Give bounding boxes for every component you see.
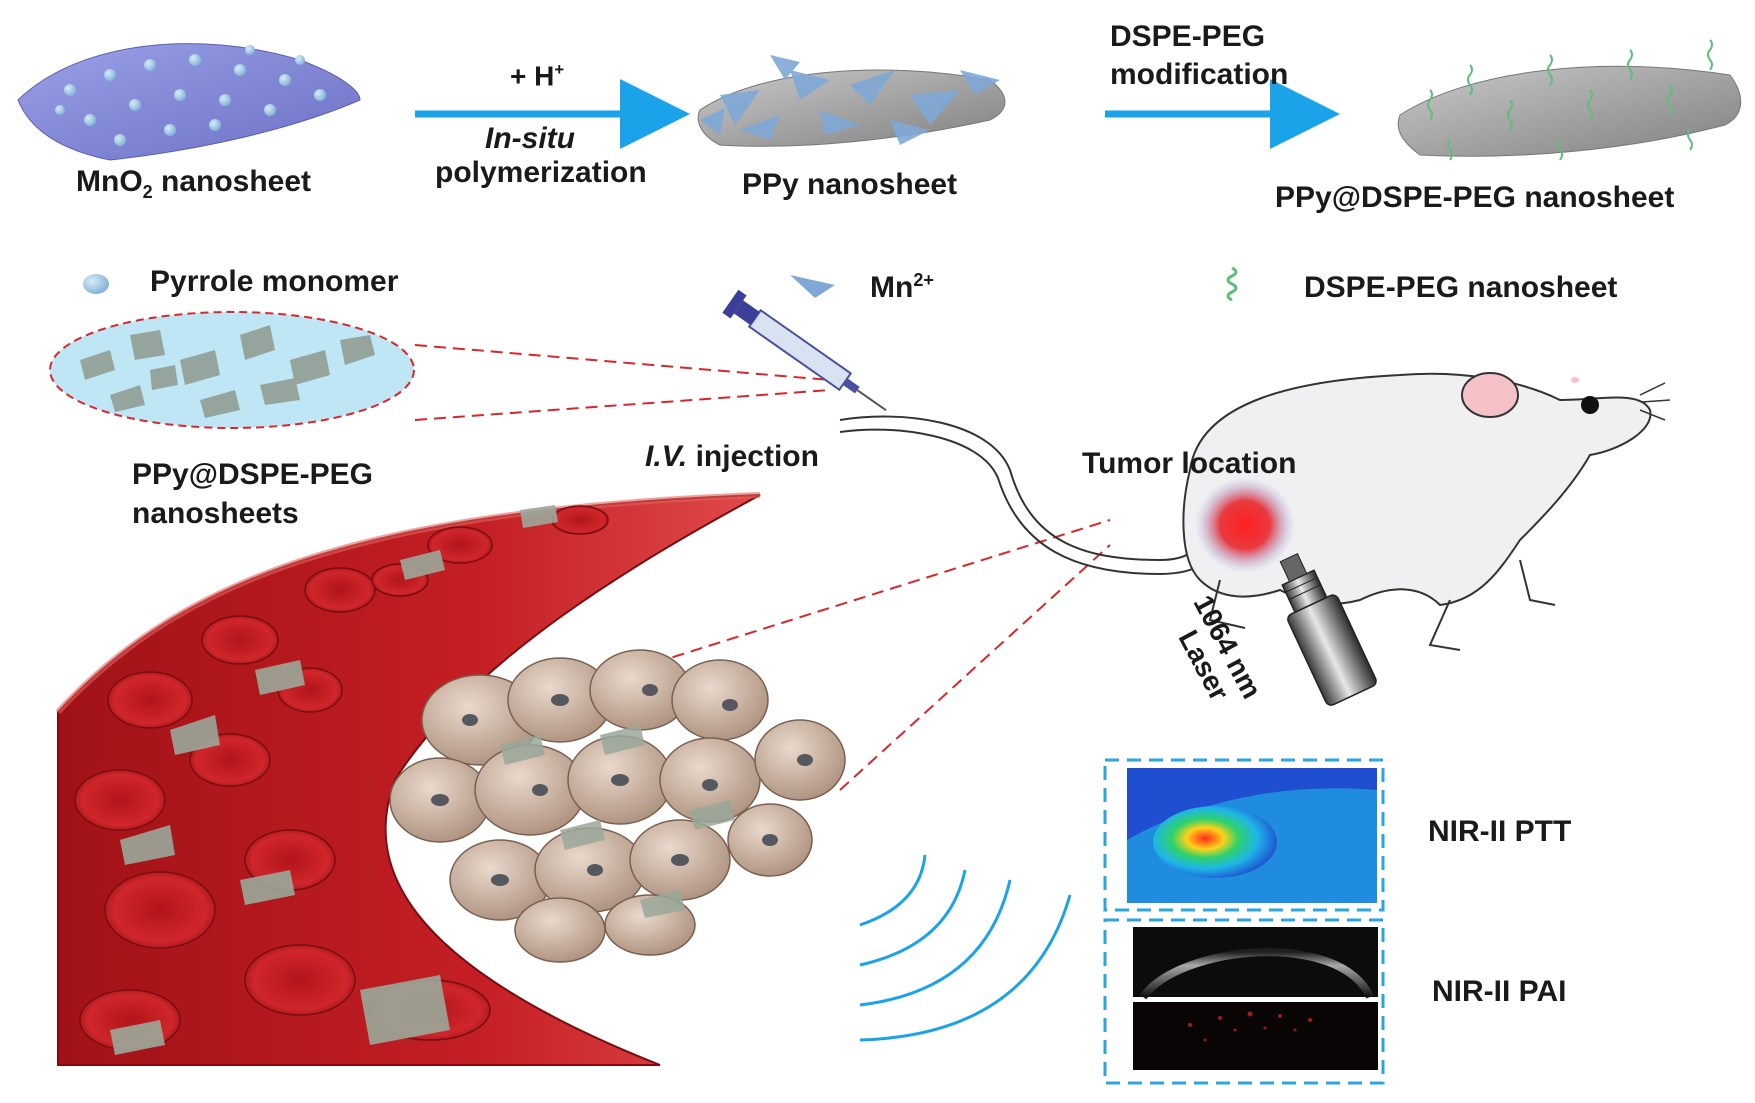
nanosheets-label-line2: nanosheets: [132, 497, 299, 530]
ppy-nanosheet-label: PPy nanosheet: [742, 168, 958, 201]
step2-label-line1: DSPE-PEG: [1110, 20, 1266, 53]
nir-ii-ptt-image: [1103, 758, 1385, 912]
tumor-spot: [1195, 477, 1295, 573]
step1-method-italic: In-situ: [485, 122, 575, 155]
mn2-ion-icon: [790, 275, 835, 298]
syringe-icon: [722, 289, 887, 412]
nir-ii-pai-label: NIR-II PAI: [1432, 975, 1567, 1008]
nanosheets-label-line1: PPy@DSPE-PEG: [132, 458, 373, 491]
step2-label-line2: modification: [1110, 58, 1289, 91]
legend-mn-label: Mn2+: [870, 270, 934, 304]
ppy-dspe-peg-nanosheet-graphic: [1397, 39, 1742, 161]
laser-probe-icon: [1279, 552, 1377, 706]
mouse-graphic: [839, 372, 1671, 651]
blood-vessel-graphic: [55, 492, 761, 1066]
nanosheets-zoom-ellipse: [49, 311, 415, 429]
tumor-cell-cluster: [389, 649, 846, 963]
legend-dspe-peg-label: DSPE-PEG nanosheet: [1304, 271, 1618, 304]
legend-pyrrole-label: Pyrrole monomer: [150, 265, 399, 298]
step1-method-label: polymerization: [435, 156, 647, 189]
step1-reagent-label: + H+: [510, 60, 565, 92]
mno2-nanosheet-graphic: [17, 43, 361, 161]
ppy-dspe-peg-nanosheet-label: PPy@DSPE-PEG nanosheet: [1275, 181, 1675, 214]
ultrasound-wave-icon: [859, 854, 1072, 1042]
zoom-connector-lines: [414, 344, 1111, 791]
nir-ii-pai-image: [1103, 918, 1385, 1085]
mno2-nanosheet-label: MnO2 nanosheet: [76, 165, 312, 202]
tumor-location-label: Tumor location: [1082, 447, 1297, 480]
pyrrole-monomer-icon: [83, 274, 109, 294]
dspe-peg-icon: [1226, 266, 1238, 302]
nir-ii-ptt-label: NIR-II PTT: [1428, 815, 1572, 848]
ppy-nanosheet-graphic: [697, 55, 1006, 147]
iv-injection-label: I.V. injection: [645, 440, 819, 473]
